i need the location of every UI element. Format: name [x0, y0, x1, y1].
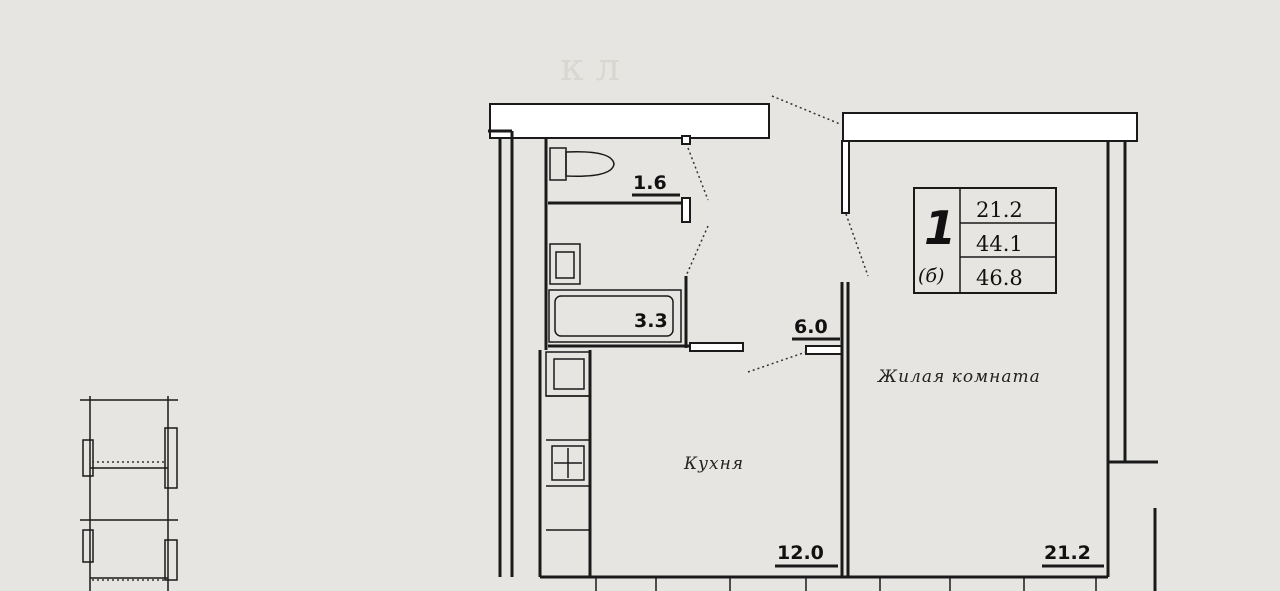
- faint-watermark: к л: [560, 45, 620, 89]
- series-label: (б): [918, 265, 944, 287]
- kitchen-name: Кухня: [683, 454, 744, 474]
- toilet-icon: [549, 147, 615, 181]
- wall-top-left: [489, 103, 770, 139]
- bottom-wall-ticks: [595, 577, 1097, 591]
- living-room-name: Жилая комната: [877, 367, 1041, 387]
- living-area-value: 21.2: [976, 198, 1023, 222]
- bathtub-icon: [548, 289, 682, 343]
- total-area-value: 44.1: [976, 232, 1023, 256]
- stove-icon: [551, 445, 585, 481]
- wall-top-right: [842, 112, 1138, 142]
- hallway-area: 6.0: [794, 316, 828, 338]
- area-table: 1 (б) 21.2 44.1 46.8: [913, 187, 1057, 294]
- kitchen-cabinets: [538, 350, 591, 577]
- toilet-area: 1.6: [633, 172, 667, 194]
- total-area-balcony-value: 46.8: [976, 266, 1023, 290]
- key-plan: [80, 396, 178, 591]
- kitchen-area: 12.0: [777, 542, 824, 564]
- bathroom-area: 3.3: [634, 310, 668, 332]
- sink-icon: [549, 243, 581, 285]
- rooms-count-label: 1: [924, 201, 956, 255]
- living-room-area: 21.2: [1044, 542, 1091, 564]
